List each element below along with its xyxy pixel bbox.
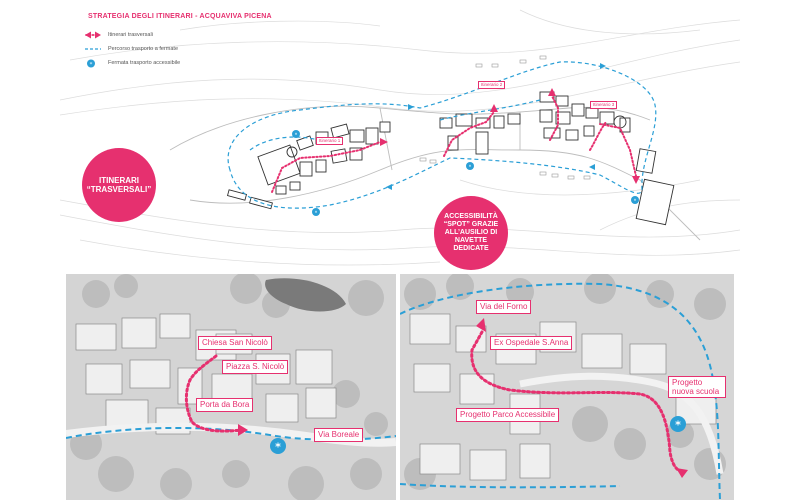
itinerary-paths [271, 95, 637, 193]
svg-text:*: * [675, 419, 681, 432]
pink-dotted-arrow-icon [85, 31, 101, 39]
aerial-drawing-left: * [66, 274, 396, 500]
aerial-photo-left: * Chiesa San Nicolò Piazza S. Nicolò Por… [66, 274, 396, 500]
map-tag-itinerario-1: Itinerario 1 [316, 137, 344, 145]
svg-text:*: * [295, 132, 298, 138]
legend-label: Itinerari trasversali [108, 32, 153, 38]
contour-lines [59, 9, 741, 266]
accessible-stops: * * * * [292, 130, 639, 216]
svg-text:*: * [275, 441, 281, 454]
page-title: STRATEGIA DEGLI ITINERARI - ACQUAVIVA PI… [88, 13, 272, 20]
svg-text:*: * [315, 210, 318, 216]
label-progetto-parco-accessibile: Progetto Parco Accessibile [456, 408, 560, 422]
label-via-del-forno: Via del Forno [476, 300, 532, 314]
svg-text:*: * [90, 61, 93, 67]
route-arrows [386, 63, 606, 190]
legend-item-itinerari: Itinerari trasversali [84, 30, 153, 40]
legend-label: Fermata trasporto accessibile [108, 60, 181, 66]
map-tag-itinerario-3: Itinerario 3 [590, 101, 618, 109]
legend-label: Percorso trasporto a fermate [108, 46, 179, 52]
label-progetto-nuova-scuola: Progetto nuova scuola [668, 376, 726, 398]
blue-dashed-line-icon [85, 48, 101, 50]
svg-text:*: * [634, 198, 637, 204]
legend-item-fermata: * Fermata trasporto accessibile [84, 58, 180, 68]
label-porta-da-bora: Porta da Bora [196, 398, 254, 412]
accessible-stop-icon: * [87, 59, 95, 67]
badge-itinerari-trasversali: ITINERARI “TRASVERSALI” [82, 148, 156, 222]
label-via-boreale: Via Boreale [314, 428, 364, 442]
legend-item-percorso: Percorso trasporto a fermate [84, 44, 178, 54]
label-piazza-s-nicolo: Piazza S. Nicolò [222, 360, 289, 374]
badge-accessibilita-spot: ACCESSIBILITÀ “SPOT” GRAZIE ALL’AUSILIO … [434, 196, 508, 270]
town-plan-map: * * * * [59, 9, 741, 266]
label-ex-ospedale-s-anna: Ex Ospedale S.Anna [490, 336, 573, 350]
parking-marks [419, 55, 591, 180]
map-tag-itinerario-2: Itinerario 2 [478, 81, 506, 89]
transport-route [227, 61, 657, 209]
label-chiesa-san-nicolo: Chiesa San Nicolò [198, 336, 272, 350]
aerial-photo-right: * Via del Forno Ex Ospedale S.Anna Proge… [400, 274, 734, 500]
itinerary-arrows [380, 88, 640, 184]
svg-text:*: * [469, 164, 472, 170]
